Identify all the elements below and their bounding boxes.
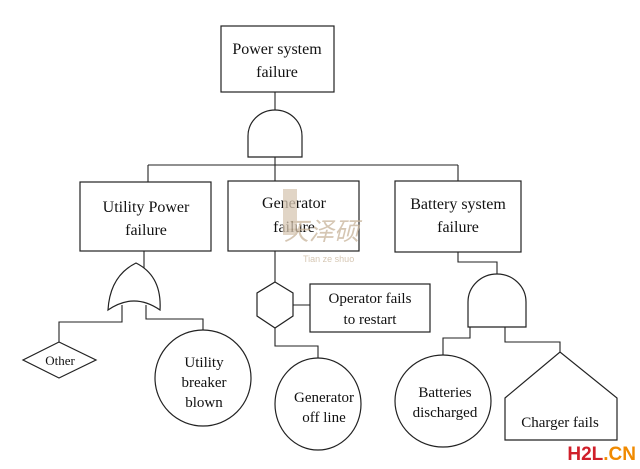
generator-offline-line1: Generator xyxy=(294,390,354,406)
battery-failure-line2: failure xyxy=(437,219,479,236)
svg-text:H2L.CN: H2L.CN xyxy=(567,444,636,465)
operator-condition-line2: to restart xyxy=(344,312,398,328)
operator-condition-box: Operator fails to restart xyxy=(309,283,431,333)
other-event-diamond: Other xyxy=(21,341,98,379)
and-gate-top xyxy=(247,109,303,158)
charger-fails-label: Charger fails xyxy=(521,415,599,431)
watermark-pinyin: Tian ze shuo xyxy=(303,254,354,264)
generator-offline-circle: Generator off line xyxy=(274,357,362,451)
or-gate xyxy=(107,262,161,312)
watermark: 天泽硕 Tian ze shuo xyxy=(283,189,363,264)
other-event-label: Other xyxy=(45,353,75,368)
top-event-line1: Power system xyxy=(232,41,322,58)
utility-failure-line2: failure xyxy=(125,222,167,239)
batteries-discharged-line1: Batteries xyxy=(418,385,471,401)
inhibit-gate xyxy=(256,281,294,329)
utility-failure-box: Utility Power failure xyxy=(79,181,212,252)
utility-failure-line1: Utility Power xyxy=(103,199,190,216)
logo-suffix-text: .CN xyxy=(603,444,636,465)
batteries-discharged-line2: discharged xyxy=(413,405,478,421)
corner-logo: H2L.CN xyxy=(567,444,636,465)
top-event-line2: failure xyxy=(256,64,298,81)
utility-breaker-line1: Utility xyxy=(184,355,224,371)
connector-lines xyxy=(58,92,561,358)
utility-breaker-line2: breaker xyxy=(182,375,227,391)
watermark-chinese: 天泽硕 xyxy=(284,217,363,246)
charger-fails-house: Charger fails xyxy=(504,351,618,441)
battery-failure-line1: Battery system xyxy=(410,196,506,213)
utility-breaker-circle: Utility breaker blown xyxy=(154,329,252,427)
generator-offline-line2: off line xyxy=(302,410,346,426)
top-event-box: Power system failure xyxy=(220,25,335,93)
operator-condition-line1: Operator fails xyxy=(329,291,412,307)
battery-failure-box: Battery system failure xyxy=(394,180,522,253)
batteries-discharged-circle: Batteries discharged xyxy=(394,354,492,448)
and-gate-battery xyxy=(467,273,527,328)
logo-main-text: H2L xyxy=(567,444,603,465)
utility-breaker-line3: blown xyxy=(185,395,223,411)
